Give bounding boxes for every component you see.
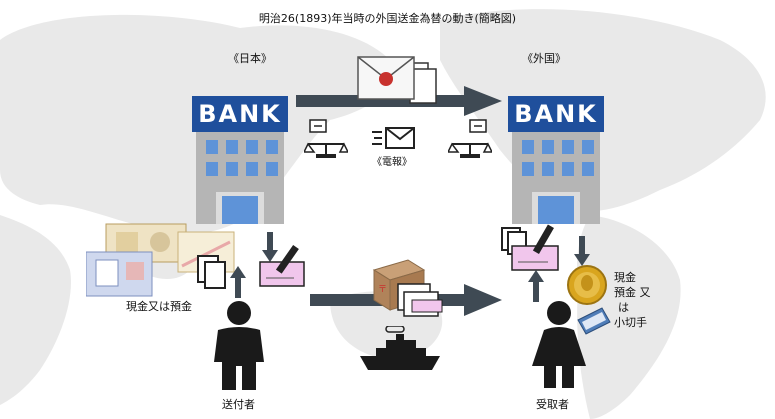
banknotes-icon <box>86 223 235 297</box>
japan-bank-sign: BANK <box>198 100 282 128</box>
ship-icon <box>360 326 440 370</box>
receiver-option-check: 小切手 <box>614 316 647 329</box>
receiver-option-deposit: 預金 又 <box>614 286 651 299</box>
letter-envelope-icon <box>357 56 437 104</box>
receiver-person-icon <box>532 301 586 388</box>
down-arrow-japan <box>262 232 278 262</box>
svg-text:〒: 〒 <box>378 285 387 295</box>
pen-slip-icon <box>259 244 305 287</box>
map-south-america <box>576 215 681 419</box>
gold-coin-icon <box>567 265 607 305</box>
receiver-options-list: 現金 預金 又 は 小切手 <box>614 270 651 330</box>
passbook-icon <box>577 307 611 335</box>
balance-scale-icon <box>304 119 348 158</box>
up-arrow-sender <box>230 266 246 298</box>
pen-slip-icon-foreign <box>511 224 559 271</box>
up-arrow-receiver <box>528 270 544 302</box>
email-icon <box>372 127 415 149</box>
receiver-option-or: は <box>618 301 629 314</box>
telegraph-label: 《電報》 <box>372 157 412 168</box>
foreign-bank-building-icon <box>508 96 604 224</box>
balance-scale-icon-right <box>448 119 492 158</box>
parcel-icon: 〒 <box>372 259 443 317</box>
documents-icon <box>197 255 226 289</box>
receiver-option-cash: 現金 <box>614 271 636 284</box>
receiver-label: 受取者 <box>536 398 569 411</box>
diagram-title: 明治26(1893)年当時の外国送金為替の動き(簡略図) <box>258 12 517 25</box>
cash-deposit-label: 現金又は預金 <box>126 300 192 313</box>
down-arrow-foreign <box>574 236 590 266</box>
japan-label: 《日本》 <box>228 52 272 65</box>
foreign-bank-sign: BANK <box>514 100 598 128</box>
sender-label: 送付者 <box>222 398 255 411</box>
japan-bank-building-icon <box>192 96 288 224</box>
foreign-label: 《外国》 <box>522 52 566 65</box>
sender-person-icon <box>214 301 264 390</box>
map-africa <box>0 215 71 405</box>
